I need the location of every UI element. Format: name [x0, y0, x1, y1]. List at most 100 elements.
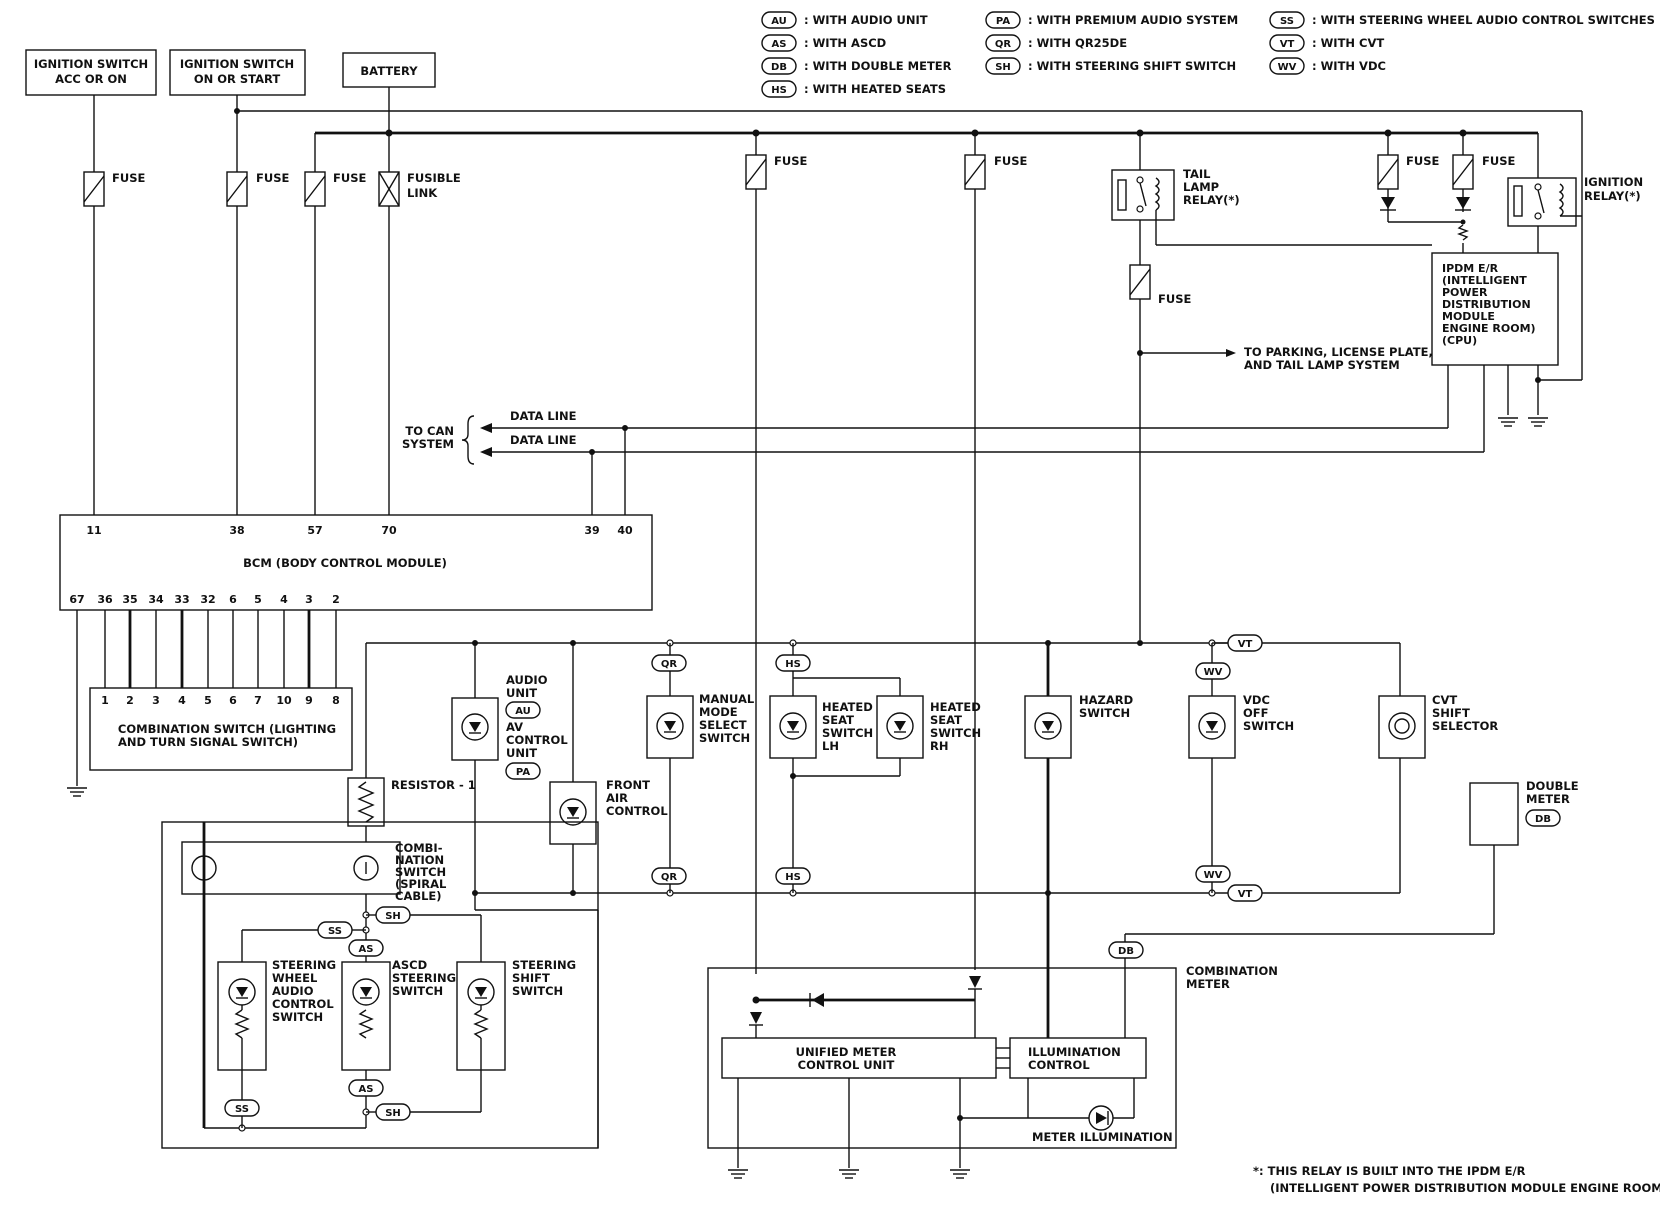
svg-text:33: 33 — [174, 593, 189, 606]
svg-text:CONTROL: CONTROL — [272, 997, 334, 1011]
svg-text:STEERING: STEERING — [272, 958, 336, 972]
legend-code: SH — [995, 62, 1011, 73]
svg-text:SELECTOR: SELECTOR — [1432, 719, 1498, 733]
svg-text:WV: WV — [1204, 870, 1223, 881]
fuse-ipdm-2: FUSE — [1452, 154, 1515, 241]
svg-text:SEAT: SEAT — [822, 713, 854, 727]
svg-text:10: 10 — [276, 694, 292, 707]
legend-text: : WITH CVT — [1312, 36, 1384, 50]
fuse-4: FUSE — [745, 154, 807, 190]
svg-text:SYSTEM: SYSTEM — [402, 437, 454, 451]
svg-text:FUSIBLE: FUSIBLE — [407, 171, 461, 185]
svg-text:SWITCH: SWITCH — [699, 731, 750, 745]
svg-text:AUDIO: AUDIO — [506, 673, 548, 687]
vdc-off-switch: VDC OFF SWITCH — [1188, 642, 1294, 893]
legend-code: VT — [1280, 39, 1295, 50]
svg-text:METER: METER — [1186, 977, 1230, 991]
svg-text:METER: METER — [1526, 792, 1570, 806]
svg-text:FUSE: FUSE — [333, 171, 366, 185]
svg-text:CONTROL: CONTROL — [606, 804, 668, 818]
svg-text:AS: AS — [359, 944, 374, 955]
svg-text:DISTRIBUTION: DISTRIBUTION — [1442, 298, 1531, 311]
svg-text:DATA LINE: DATA LINE — [510, 409, 577, 423]
svg-text:HEATED: HEATED — [930, 700, 981, 714]
svg-text:UNIT: UNIT — [506, 686, 537, 700]
svg-text:NATION: NATION — [395, 853, 444, 867]
svg-text:RH: RH — [930, 739, 948, 753]
svg-text:SELECT: SELECT — [699, 718, 747, 732]
bcm-bottom-wiring — [67, 610, 337, 797]
ground-meter-3 — [950, 1169, 970, 1179]
fuse-2: FUSE — [226, 171, 289, 207]
svg-text:SHIFT: SHIFT — [512, 971, 550, 985]
svg-text:OFF: OFF — [1243, 706, 1269, 720]
svg-text:TO CAN: TO CAN — [405, 424, 454, 438]
svg-text:LAMP: LAMP — [1183, 180, 1219, 194]
legend-text: : WITH STEERING SHIFT SWITCH — [1028, 59, 1236, 73]
svg-text:FUSE: FUSE — [774, 154, 807, 168]
svg-text:SHIFT: SHIFT — [1432, 706, 1470, 720]
svg-text:57: 57 — [307, 524, 322, 537]
svg-text:35: 35 — [122, 593, 137, 606]
svg-text:IGNITION SWITCH: IGNITION SWITCH — [180, 57, 294, 71]
svg-text:DB: DB — [1118, 946, 1134, 957]
svg-text:5: 5 — [254, 593, 262, 606]
svg-text:CONTROL: CONTROL — [506, 733, 568, 747]
legend-entry-au: AU : WITH AUDIO UNIT — [761, 11, 928, 29]
svg-text:2: 2 — [332, 593, 340, 606]
svg-text:HS: HS — [785, 659, 801, 670]
svg-text:40: 40 — [617, 524, 633, 537]
svg-text:AS: AS — [359, 1084, 374, 1095]
source-ignition-acc: IGNITION SWITCH ACC OR ON — [25, 49, 157, 96]
ground-ipdm-2 — [1528, 417, 1548, 427]
svg-text:2: 2 — [126, 694, 134, 707]
svg-text:4: 4 — [178, 694, 186, 707]
svg-text:39: 39 — [584, 524, 599, 537]
ascd-steering-switch: ASCD STEERING SWITCH — [341, 958, 456, 1071]
svg-text:BCM (BODY CONTROL MODULE): BCM (BODY CONTROL MODULE) — [243, 556, 447, 570]
legend-code: HS — [771, 85, 787, 96]
svg-text:HAZARD: HAZARD — [1079, 693, 1133, 707]
ground-meter-2 — [839, 1169, 859, 1179]
svg-text:STEERING: STEERING — [512, 958, 576, 972]
front-air-control: FRONT AIR CONTROL — [549, 643, 668, 893]
legend-text: : WITH VDC — [1312, 59, 1386, 73]
svg-text:MODULE: MODULE — [1442, 310, 1495, 323]
legend-text: : WITH HEATED SEATS — [804, 82, 946, 96]
legend-code: WV — [1278, 62, 1297, 73]
svg-text:3: 3 — [305, 593, 313, 606]
svg-text:LH: LH — [822, 739, 839, 753]
svg-text:ENGINE ROOM): ENGINE ROOM) — [1442, 322, 1536, 335]
svg-text:CABLE): CABLE) — [395, 889, 442, 903]
svg-text:32: 32 — [200, 593, 215, 606]
svg-text:3: 3 — [152, 694, 160, 707]
fusible-link: FUSIBLE LINK — [378, 171, 461, 207]
svg-text:PA: PA — [516, 767, 530, 778]
svg-text:ACC OR ON: ACC OR ON — [55, 72, 127, 86]
svg-text:UNIT: UNIT — [506, 746, 537, 760]
legend-code: DB — [771, 62, 787, 73]
svg-text:CONTROL UNIT: CONTROL UNIT — [798, 1058, 895, 1072]
svg-text:(INTELLIGENT POWER DISTRIBUTIO: (INTELLIGENT POWER DISTRIBUTION MODULE E… — [1270, 1181, 1660, 1195]
svg-text:FUSE: FUSE — [994, 154, 1027, 168]
svg-text:UNIFIED METER: UNIFIED METER — [796, 1045, 897, 1059]
combination-switch-lighting: 1 2 3 4 5 6 7 10 9 8 COMBINATION SWITCH … — [89, 687, 353, 771]
svg-text:SH: SH — [385, 1108, 401, 1119]
svg-text:*: THIS RELAY IS BUILT INTO TH: *: THIS RELAY IS BUILT INTO THE IPDM E/R — [1253, 1164, 1526, 1178]
svg-text:AND TAIL LAMP SYSTEM: AND TAIL LAMP SYSTEM — [1244, 358, 1400, 372]
svg-text:DOUBLE: DOUBLE — [1526, 779, 1579, 793]
svg-text:IPDM E/R: IPDM E/R — [1442, 262, 1499, 275]
fuse-3: FUSE — [304, 171, 366, 207]
svg-text:RESISTOR - 1: RESISTOR - 1 — [391, 778, 476, 792]
can-data-lines: DATA LINE DATA LINE TO CAN SYSTEM — [402, 409, 1484, 515]
svg-text:SWITCH: SWITCH — [272, 1010, 323, 1024]
legend-entry-db: DB : WITH DOUBLE METER — [761, 57, 952, 75]
svg-text:8: 8 — [332, 694, 340, 707]
svg-text:FUSE: FUSE — [1482, 154, 1515, 168]
legend-entry-pa: PA : WITH PREMIUM AUDIO SYSTEM — [985, 11, 1238, 29]
svg-text:(CPU): (CPU) — [1442, 334, 1477, 347]
svg-text:1: 1 — [101, 694, 109, 707]
svg-text:COMBINATION: COMBINATION — [1186, 964, 1278, 978]
svg-text:TAIL: TAIL — [1183, 167, 1211, 181]
steering-shift-switch: STEERING SHIFT SWITCH — [456, 958, 576, 1071]
